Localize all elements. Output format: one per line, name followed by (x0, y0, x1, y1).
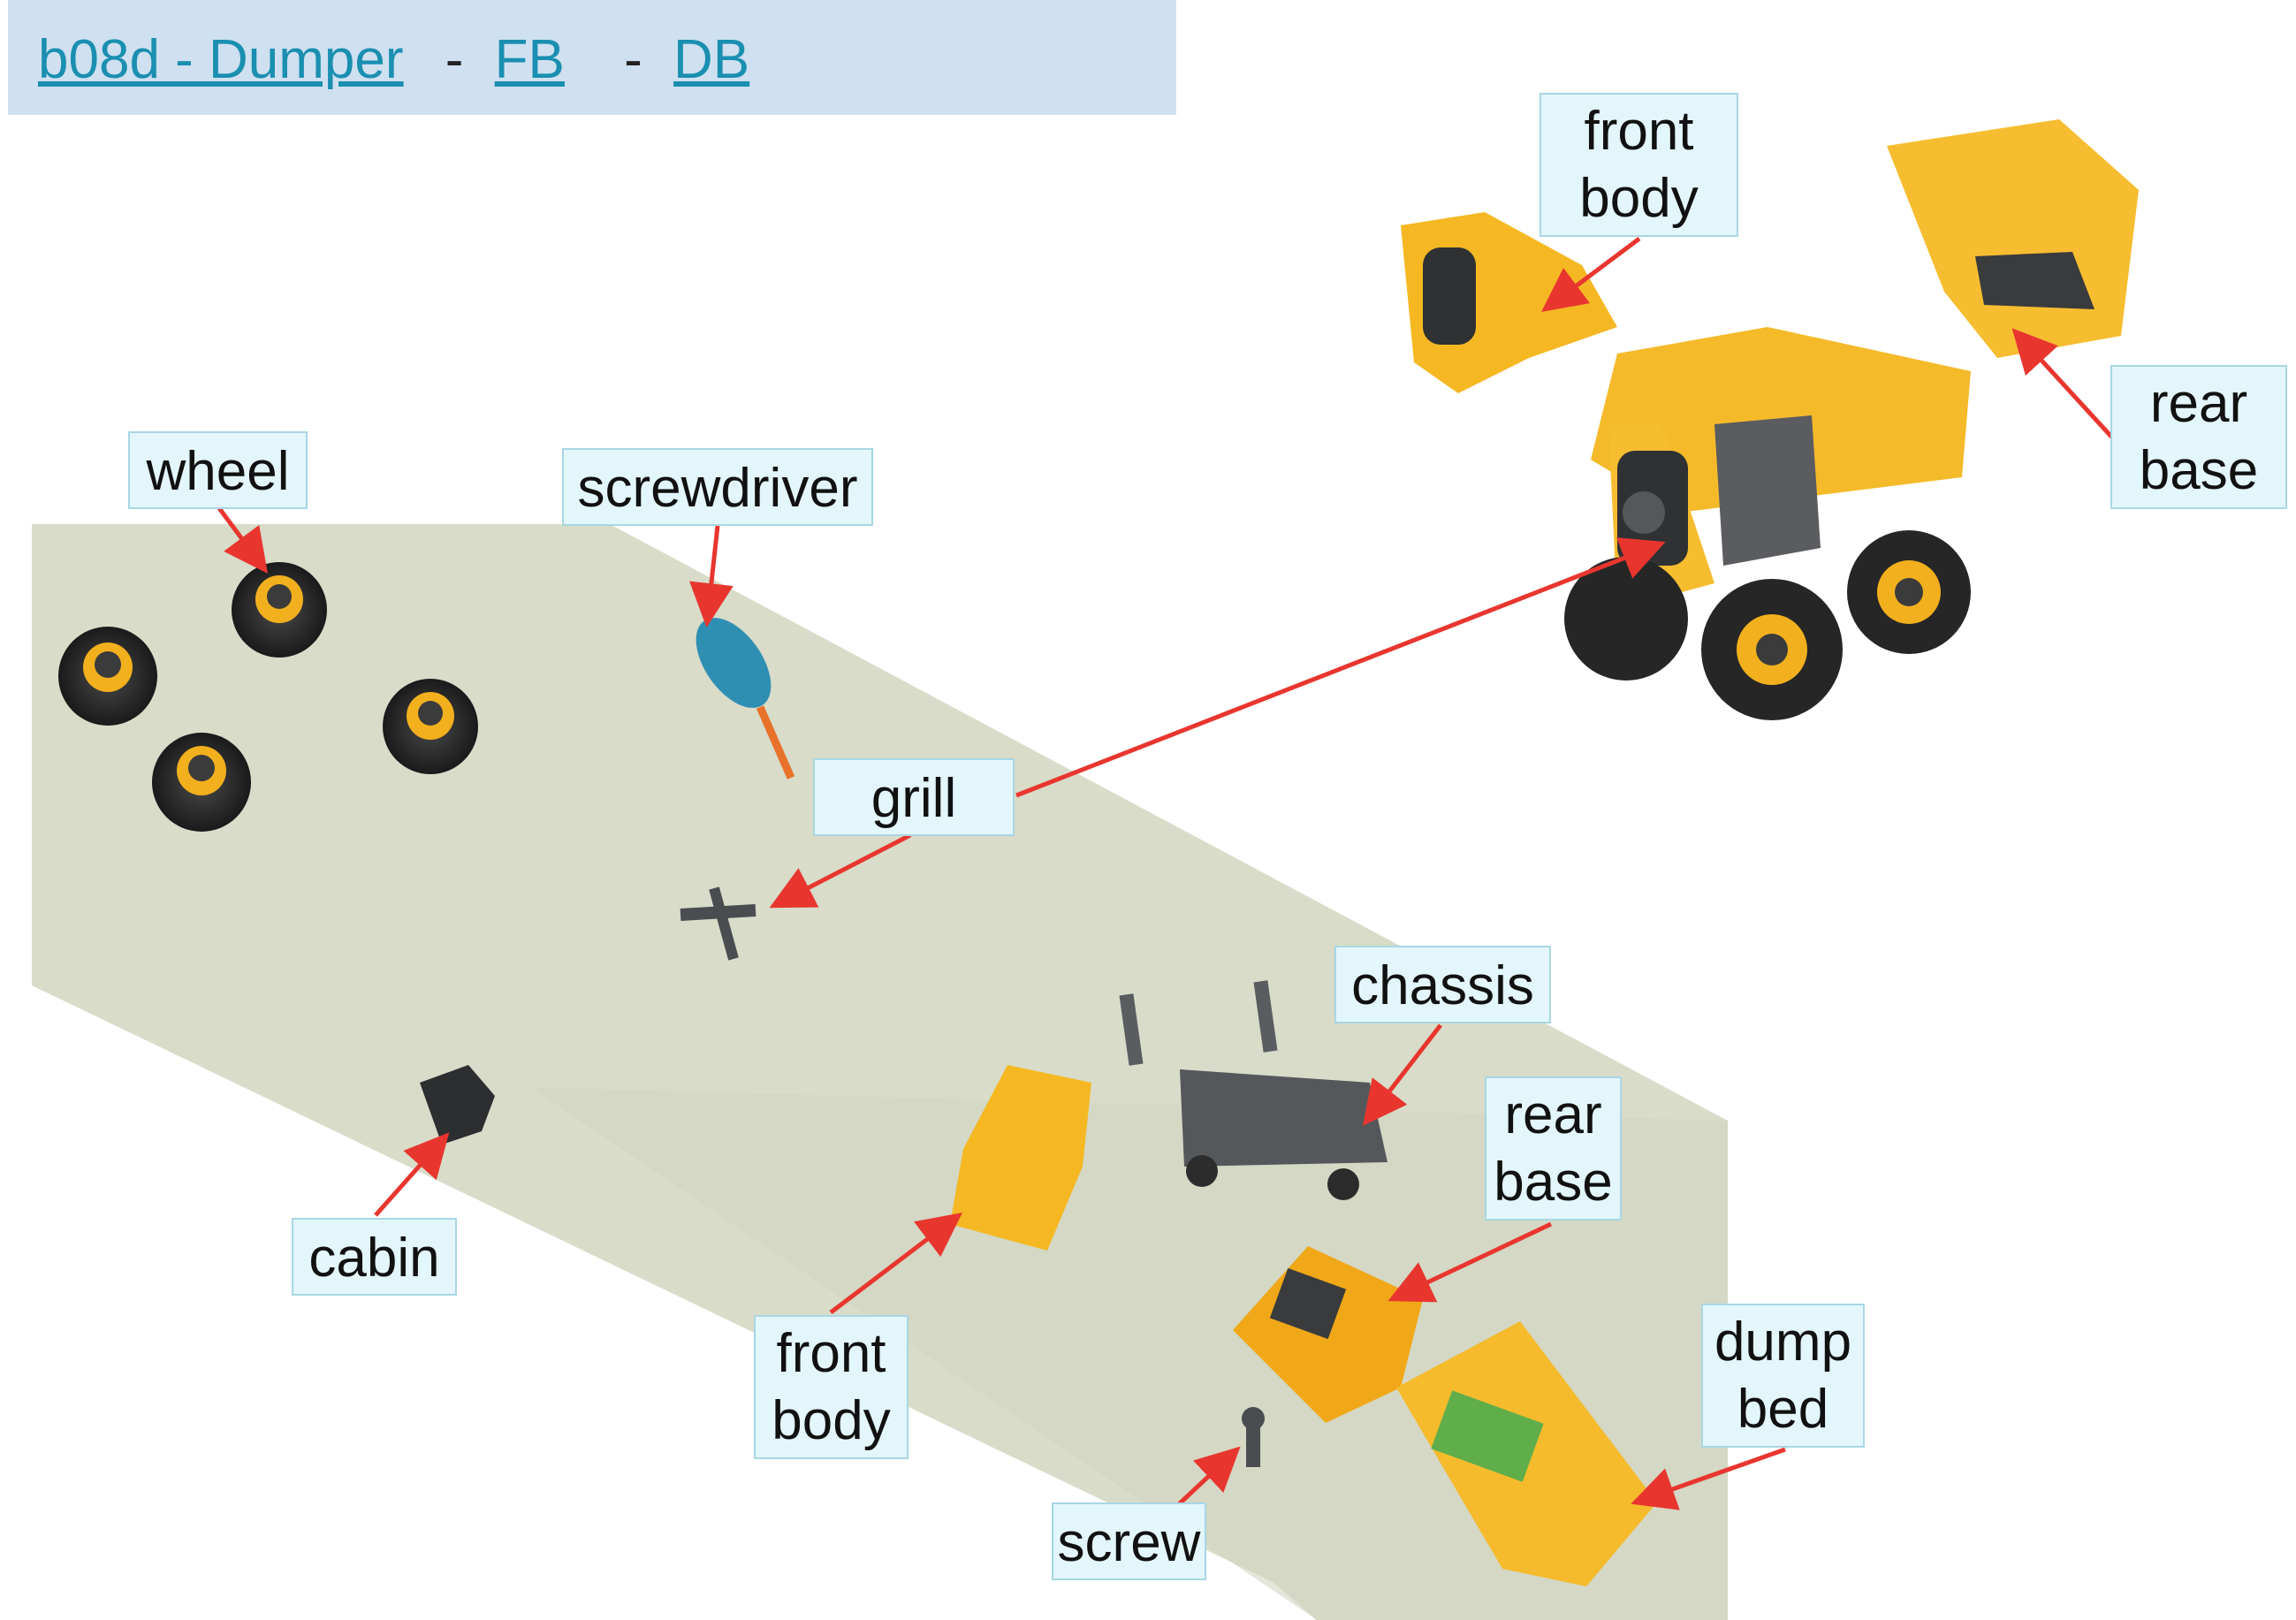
label-chassis-text: chassis (1351, 955, 1534, 1016)
label-rear-base-top: rear base (2110, 365, 2287, 509)
front-body-part (950, 1065, 1091, 1251)
label-front-body-top-line1: front (1584, 101, 1694, 162)
label-front-body-bottom: front body (754, 1315, 909, 1459)
label-grill-text: grill (871, 768, 957, 829)
label-cabin-text: cabin (308, 1228, 440, 1289)
label-front-body-top: front body (1540, 93, 1738, 237)
separator: - (624, 29, 642, 90)
header-bar: b08d - Dumper - FB - DB (8, 0, 1176, 115)
label-screwdriver: screwdriver (562, 448, 873, 526)
title-link[interactable]: b08d - Dumper (38, 29, 404, 90)
label-rear-base-top-line2: base (2139, 440, 2259, 501)
label-front-body-top-line2: body (1579, 168, 1699, 229)
screwdriver-part (696, 618, 795, 780)
separator: - (445, 29, 464, 90)
grill-part (680, 886, 756, 961)
dumper-toy (1564, 327, 1971, 720)
label-wheel-text: wheel (146, 441, 290, 502)
label-screw: screw (1052, 1502, 1206, 1580)
label-dump-bed-line1: dump (1714, 1312, 1852, 1373)
cabin-part (420, 1065, 495, 1145)
label-rear-base-bottom-line1: rear (1504, 1084, 1602, 1145)
screw-part (1119, 980, 1278, 1467)
wheel-part (58, 562, 478, 832)
label-screw-text: screw (1057, 1512, 1201, 1573)
label-rear-base-bottom: rear base (1485, 1076, 1622, 1221)
label-wheel: wheel (128, 431, 308, 509)
chassis-part (1180, 1069, 1387, 1200)
label-dump-bed-line2: bed (1737, 1379, 1829, 1440)
label-front-body-bottom-line2: body (772, 1390, 891, 1451)
label-rear-base-top-line1: rear (2149, 373, 2248, 434)
rear-base-part (1233, 1246, 1423, 1423)
header-links: b08d - Dumper - FB - DB (38, 28, 749, 91)
db-link[interactable]: DB (673, 29, 750, 90)
label-dump-bed: dump bed (1701, 1304, 1865, 1448)
label-screwdriver-text: screwdriver (577, 458, 858, 519)
annotation-arrows (217, 236, 2114, 1517)
label-grill: grill (813, 758, 1015, 836)
label-chassis: chassis (1334, 946, 1551, 1023)
fb-link[interactable]: FB (494, 29, 565, 90)
label-front-body-bottom-line1: front (776, 1323, 886, 1384)
front-body-piece (1401, 212, 1617, 393)
rear-base-piece (1887, 119, 2139, 358)
label-rear-base-bottom-line2: base (1494, 1152, 1613, 1213)
table-shadow (530, 1087, 1728, 1620)
label-cabin: cabin (292, 1218, 457, 1296)
